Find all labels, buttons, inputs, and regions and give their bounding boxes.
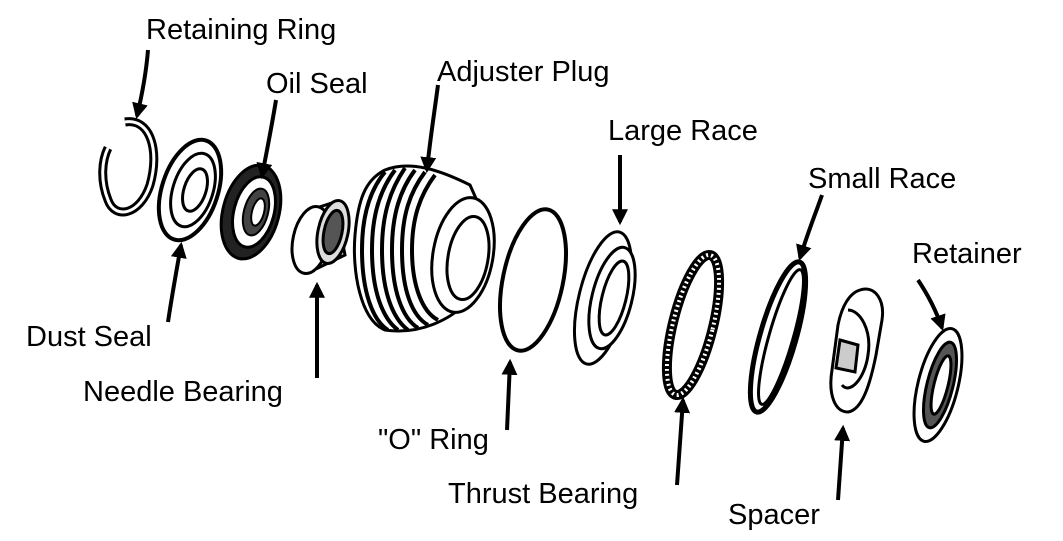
spacer-part — [829, 287, 885, 414]
dust-seal-label: Dust Seal — [26, 321, 152, 353]
small-race-part — [747, 259, 809, 415]
thrust-bearing-label: Thrust Bearing — [448, 478, 639, 510]
adjuster-plug-leader — [420, 84, 440, 174]
needle-bearing-label: Needle Bearing — [83, 376, 283, 408]
retainer-part — [912, 327, 964, 443]
o-ring-label: "O" Ring — [378, 424, 489, 456]
small-race-leader — [796, 194, 824, 262]
oil-seal-label: Oil Seal — [266, 68, 368, 100]
o-ring-leader — [501, 358, 518, 431]
o-ring-part — [498, 207, 568, 353]
retaining-ring-leader — [132, 49, 150, 120]
thrust-bearing-part — [661, 249, 725, 401]
retainer-label: Retainer — [912, 238, 1022, 270]
adjuster-plug-part — [352, 164, 496, 333]
oil-seal-leader — [256, 99, 278, 180]
spacer-label: Spacer — [728, 499, 820, 531]
needle-bearing-part — [290, 199, 351, 275]
retaining-ring-label: Retaining Ring — [146, 14, 337, 46]
oil-seal-part — [219, 163, 283, 261]
spacer-leader — [834, 424, 851, 501]
small-race-label: Small Race — [808, 163, 957, 195]
large-race-part — [572, 230, 637, 366]
retainer-leader — [916, 278, 946, 332]
dust-seal-part — [156, 137, 224, 243]
retaining-ring-part — [98, 117, 159, 217]
large-race-label: Large Race — [608, 115, 758, 147]
thrust-bearing-leader — [674, 396, 691, 486]
adjuster-plug-label: Adjuster Plug — [437, 56, 610, 88]
leader-arrows — [132, 49, 946, 501]
dust-seal-leader — [166, 241, 187, 323]
